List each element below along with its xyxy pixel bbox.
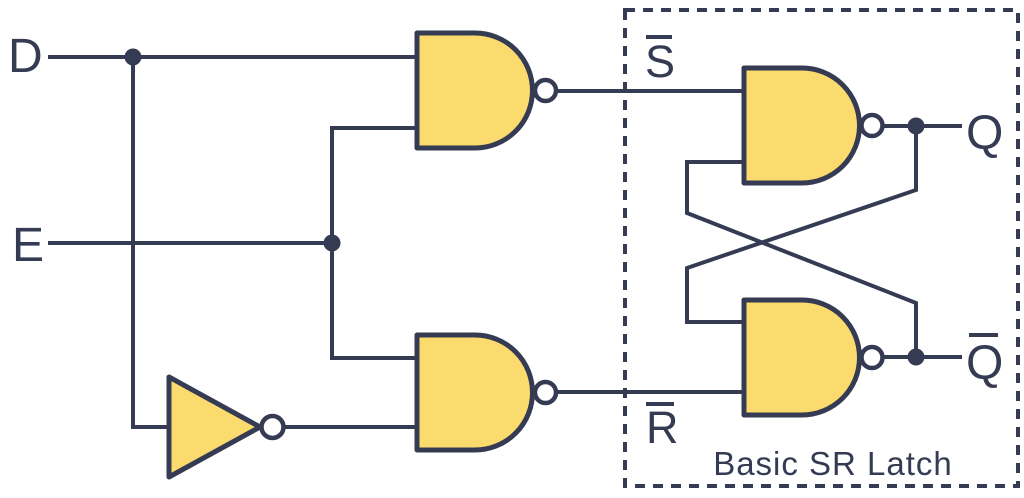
wire-feedback-q-to-bottom-gate [685,126,918,324]
bubble-latch-bottom [859,344,885,371]
junction-dot-e [323,234,341,252]
output-label-q: Q [966,107,1003,160]
signal-label-s: S [645,36,675,87]
bubble-nand-bottom [532,379,559,406]
sr-latch-title: Basic SR Latch [713,445,953,482]
input-label-e: E [12,219,44,272]
wire-e-to-top-nand [330,126,417,243]
bubble-latch-top [859,112,885,139]
wire-feedback-qbar-to-top-gate [685,160,918,357]
input-label-d: D [8,30,43,83]
output-label-q-bar: Q [966,337,1003,390]
input-nand-bottom-gate [414,332,535,453]
input-nand-top-gate [414,30,535,151]
wire-d-to-inverter [131,57,167,429]
bubble-inverter [259,413,286,441]
wire-e-to-bottom-nand [330,243,417,360]
inverter-gate [166,374,263,480]
sr-latch-boundary-box [623,8,1020,488]
latch-nand-top-gate [741,65,862,186]
junction-dot-q-bar [907,348,925,366]
latch-nand-bottom-gate [741,297,862,418]
bubble-nand-top [532,77,559,104]
junction-dot-d [124,48,142,66]
junction-dot-q [907,117,925,135]
signal-label-r: R [646,402,679,453]
